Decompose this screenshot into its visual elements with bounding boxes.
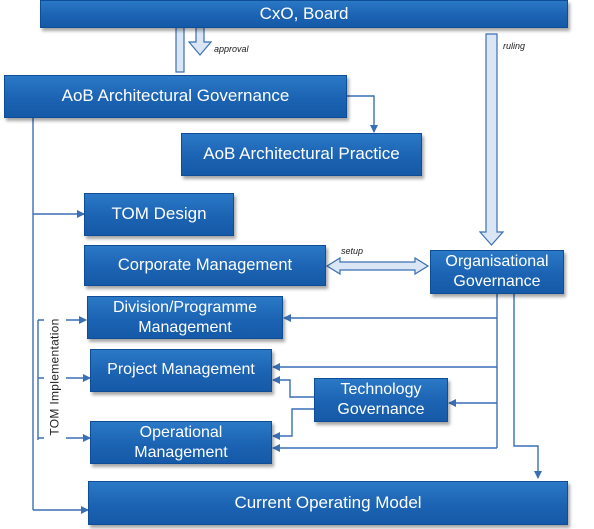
setup-double-arrow xyxy=(325,256,430,276)
ruling-block-arrow xyxy=(478,33,505,246)
corporate-management-box[interactable]: Corporate Management xyxy=(84,245,326,286)
tom-design-box[interactable]: TOM Design xyxy=(84,193,234,236)
operational-management-label-line2: Management xyxy=(134,443,228,461)
division-programme-box[interactable]: Division/Programme Management xyxy=(87,296,283,339)
aob-governance-box[interactable]: AoB Architectural Governance xyxy=(4,75,347,118)
connector-aob-to-practice xyxy=(346,95,378,133)
aob-governance-label: AoB Architectural Governance xyxy=(61,86,290,106)
organisational-governance-label-line1: Organisational xyxy=(445,253,549,270)
organisational-governance-box[interactable]: Organisational Governance xyxy=(430,250,564,294)
project-management-label: Project Management xyxy=(107,361,255,379)
technology-governance-box[interactable]: Technology Governance xyxy=(314,378,448,422)
operational-management-box[interactable]: Operational Management xyxy=(90,421,272,464)
approval-note: approval xyxy=(214,44,249,54)
technology-governance-label-line1: Technology xyxy=(340,381,422,398)
tom-design-label: TOM Design xyxy=(111,204,207,224)
corporate-management-label: Corporate Management xyxy=(117,255,293,274)
organisational-governance-label-line2: Governance xyxy=(453,273,541,290)
current-operating-model-box[interactable]: Current Operating Model xyxy=(88,481,568,525)
connector-tech-gov-to-project xyxy=(272,376,314,398)
setup-note: setup xyxy=(341,246,364,256)
tom-implementation-text: TOM Implementation xyxy=(48,318,63,436)
aob-practice-box[interactable]: AoB Architectural Practice xyxy=(181,133,422,176)
tom-implementation-label: TOM Implementation xyxy=(44,292,66,462)
connector-org-gov-to-current-model xyxy=(513,294,542,479)
cxo-board-box[interactable]: CxO, Board xyxy=(40,0,568,28)
cxo-board-label: CxO, Board xyxy=(259,3,349,23)
connector-tech-gov-to-operational xyxy=(272,408,314,440)
aob-practice-label: AoB Architectural Practice xyxy=(203,144,400,164)
ruling-note: ruling xyxy=(503,41,526,51)
technology-governance-label-line2: Governance xyxy=(337,401,425,418)
division-programme-label-line1: Division/Programme xyxy=(112,299,258,317)
project-management-box[interactable]: Project Management xyxy=(90,349,272,392)
operational-management-label-line1: Operational xyxy=(139,424,223,442)
division-programme-label-line2: Management xyxy=(138,318,232,336)
current-operating-model-label: Current Operating Model xyxy=(234,492,422,512)
